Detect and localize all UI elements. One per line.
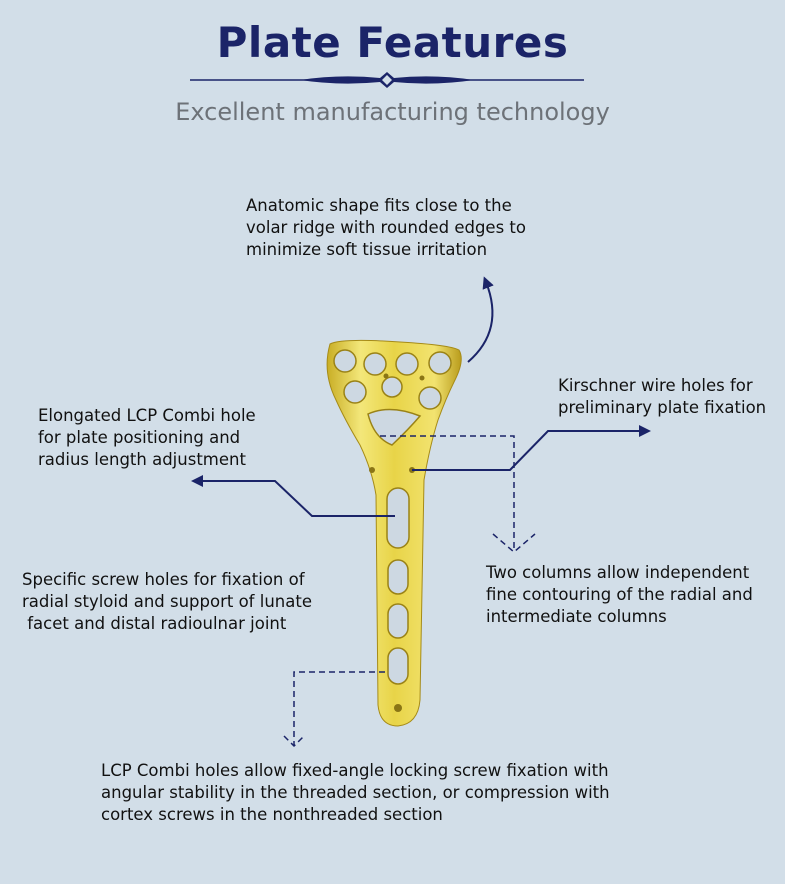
callout-kirschner-wire: Kirschner wire holes for preliminary pla…	[558, 375, 766, 419]
page-title: Plate Features	[216, 18, 569, 67]
callout-line: intermediate columns	[486, 607, 667, 626]
callout-line: minimize soft tissue irritation	[246, 240, 488, 259]
callout-line: Kirschner wire holes for	[558, 376, 753, 395]
leader-lines	[191, 276, 651, 517]
kirschner-wire-holes	[369, 373, 425, 473]
callout-lcp-combi-holes: LCP Combi holes allow fixed-angle lockin…	[101, 760, 610, 826]
page-subtitle: Excellent manufacturing technology	[175, 98, 610, 126]
lcp-combi-dashed	[293, 671, 385, 745]
bone-plate	[326, 339, 462, 727]
title-divider	[190, 72, 584, 88]
callout-specific-screw-holes: Specific screw holes for fixation of rad…	[22, 569, 312, 635]
callout-anatomic-shape: Anatomic shape fits close to the volar r…	[246, 195, 526, 261]
kirschner-arrow	[412, 425, 651, 471]
callout-line: fine contouring of the radial and	[486, 585, 753, 604]
callout-line: Elongated LCP Combi hole	[38, 406, 256, 425]
callout-line: LCP Combi holes allow fixed-angle lockin…	[101, 761, 609, 780]
callout-line: radius length adjustment	[38, 450, 246, 469]
callout-elongated-hole: Elongated LCP Combi hole for plate posit…	[38, 405, 256, 471]
callout-line: facet and distal radioulnar joint	[22, 614, 287, 633]
callout-line: for plate positioning and	[38, 428, 241, 447]
anatomic-arrow	[467, 276, 494, 363]
callout-line: volar ridge with rounded edges to	[246, 218, 526, 237]
screw-hole-row-1	[333, 349, 452, 376]
distal-hole	[394, 704, 402, 712]
two-columns-dashed	[380, 435, 515, 548]
elongated-arrow	[191, 475, 395, 517]
callout-line: radial styloid and support of lunate	[22, 592, 312, 611]
callout-line: cortex screws in the nonthreaded section	[101, 805, 443, 824]
lcp-combi-holes	[387, 559, 409, 685]
callout-line: Specific screw holes for fixation of	[22, 570, 305, 589]
screw-hole-row-2	[343, 376, 442, 410]
callout-line: angular stability in the threaded sectio…	[101, 783, 610, 802]
callout-line: Two columns allow independent	[486, 563, 750, 582]
dashed-leaders	[283, 435, 536, 748]
callout-line: Anatomic shape fits close to the	[246, 196, 512, 215]
callout-line: preliminary plate fixation	[558, 398, 767, 417]
callout-two-columns: Two columns allow independent fine conto…	[486, 562, 753, 628]
elongated-combi-hole	[386, 487, 410, 549]
